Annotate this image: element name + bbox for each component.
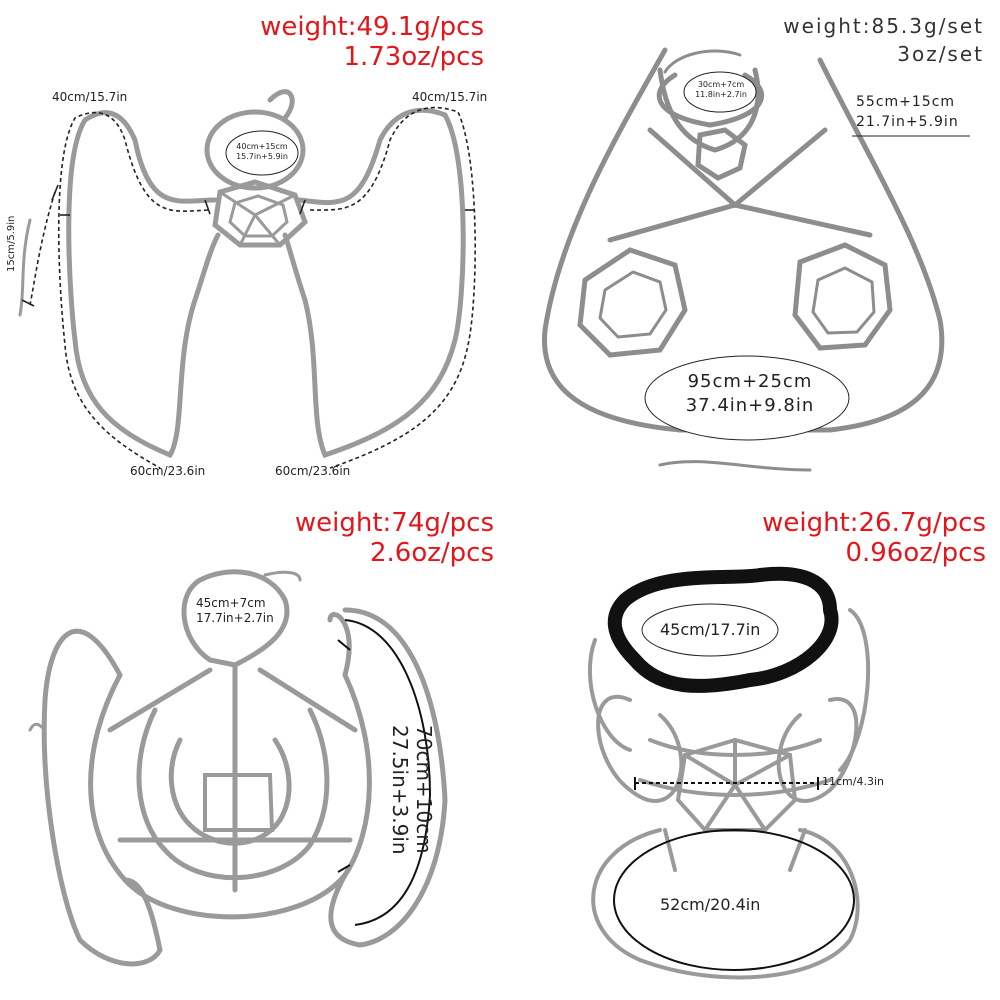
panel-triangle-chain: weight:85.3g/set 3oz/set 30cm+7cm 11.8in…: [500, 0, 1000, 500]
neck-size-in: 11.8in+2.7in: [695, 90, 747, 99]
weight-grams: weight:74g/pcs: [294, 508, 494, 538]
wing-chain-illustration: [18, 89, 476, 469]
neck-size-label: 45cm+7cm 17.7in+2.7in: [196, 596, 274, 626]
waist-size-label: 95cm+25cm 37.4in+9.8in: [670, 370, 830, 418]
triangle-chain-illustration: [541, 47, 970, 472]
weight-ounces: 1.73oz/pcs: [343, 42, 484, 72]
side-length-in: 27.5in+3.9in: [388, 725, 412, 855]
bottom-right-length: 60cm/23.6in: [275, 464, 351, 478]
neck-size-cm: 45cm+7cm: [196, 596, 266, 610]
weight-grams: weight:49.1g/pcs: [260, 12, 484, 42]
right-top-length: 40cm/15.7in: [412, 90, 488, 104]
weight-info: weight:49.1g/pcs 1.73oz/pcs: [260, 12, 484, 72]
panel-wing-chain: weight:49.1g/pcs 1.73oz/pcs 40cm+15cm 15…: [0, 0, 500, 500]
panel-choker-chain: weight:26.7g/pcs 0.96oz/pcs 45cm/17.7in …: [500, 500, 1000, 1000]
choker-chain-illustration: [587, 566, 871, 980]
weight-info: weight:85.3g/set 3oz/set: [783, 12, 984, 68]
panel-round-web-chain: weight:74g/pcs 2.6oz/pcs 45cm+7cm 17.7in…: [0, 500, 500, 1000]
weight-grams: weight:85.3g/set: [783, 14, 984, 38]
chest-size-label: 55cm+15cm 21.7in+5.9in: [856, 92, 959, 132]
neck-size-label: 40cm+15cm 15.7in+5.9in: [228, 142, 296, 162]
neck-size-label: 30cm+7cm 11.8in+2.7in: [686, 80, 756, 100]
chest-size-cm: 55cm+15cm: [856, 94, 956, 110]
side-length-cm: 70cm+10cm: [412, 725, 436, 854]
neck-size-cm: 40cm+15cm: [236, 142, 288, 151]
neck-size-cm: 30cm+7cm: [697, 80, 745, 89]
weight-grams: weight:26.7g/pcs: [762, 508, 986, 538]
weight-info: weight:26.7g/pcs 0.96oz/pcs: [762, 508, 986, 568]
weight-info: weight:74g/pcs 2.6oz/pcs: [295, 508, 494, 568]
neck-size-in: 15.7in+5.9in: [236, 152, 288, 161]
neck-size-label: 45cm/17.7in: [660, 620, 761, 639]
round-web-chain-illustration: [28, 569, 448, 967]
side-length: 15cm/5.9in: [6, 215, 17, 272]
neck-size-in: 17.7in+2.7in: [196, 611, 274, 625]
width-label: 11cm/4.3in: [822, 775, 884, 788]
waist-size-cm: 95cm+25cm: [687, 371, 813, 392]
weight-ounces: 2.6oz/pcs: [369, 538, 494, 568]
waist-size-in: 37.4in+9.8in: [685, 395, 815, 416]
weight-ounces: 3oz/set: [897, 42, 984, 66]
weight-ounces: 0.96oz/pcs: [845, 538, 986, 568]
left-top-length: 40cm/15.7in: [52, 90, 128, 104]
side-length-label: 70cm+10cm 27.5in+3.9in: [388, 725, 436, 855]
waist-size-label: 52cm/20.4in: [660, 895, 761, 914]
chest-size-in: 21.7in+5.9in: [856, 114, 959, 130]
bottom-left-length: 60cm/23.6in: [130, 464, 206, 478]
